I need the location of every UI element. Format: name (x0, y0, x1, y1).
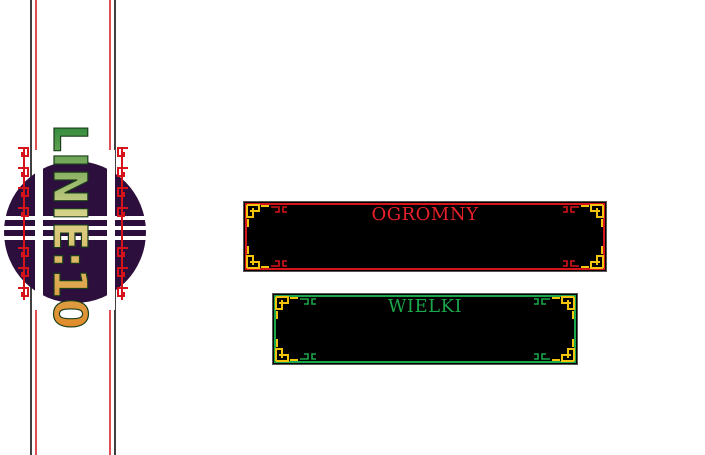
size-option-huge[interactable]: OGROMNY (243, 201, 607, 272)
fretwork-right (117, 147, 128, 300)
size-option-title: WIELKI (387, 296, 463, 317)
size-option-title: OGROMNY (371, 204, 479, 225)
size-option-large[interactable]: WIELKI (272, 293, 578, 365)
emblem-disc (2, 150, 148, 310)
game-logo: LINIE:10 (43, 124, 97, 329)
panel-frame (272, 293, 578, 365)
sidebar-ornament: LINIE:10 (2, 0, 148, 455)
panel-frame (243, 201, 607, 272)
fretwork-left (18, 147, 29, 300)
